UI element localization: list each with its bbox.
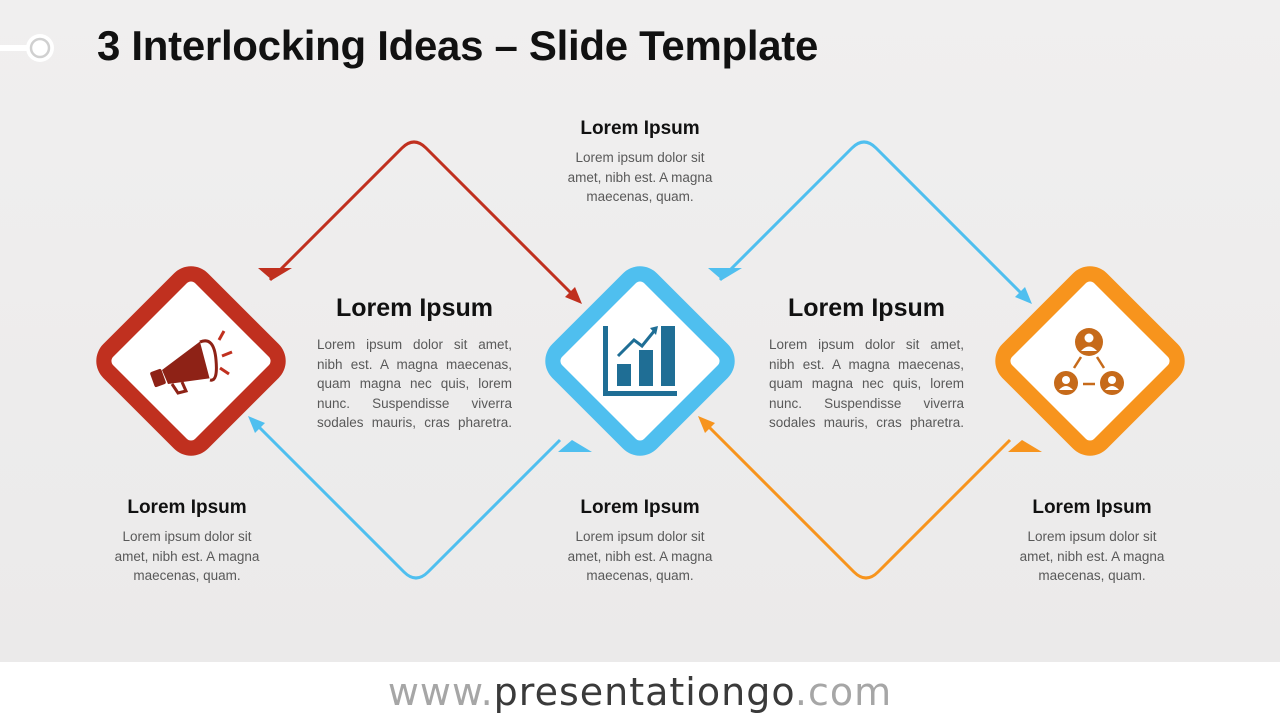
megaphone-icon <box>150 330 233 395</box>
block-heading: Lorem Ipsum <box>336 294 493 322</box>
connector-blue-top <box>718 140 1027 299</box>
idea-node-3 <box>995 266 1185 456</box>
connector-red-top <box>268 140 577 299</box>
footer: www.presentationgo.com <box>0 662 1280 720</box>
title-tab-decoration <box>0 34 54 62</box>
growth-chart-icon <box>603 326 677 396</box>
block-heading: Lorem Ipsum <box>580 497 700 518</box>
interlocking-diagram <box>96 140 1185 580</box>
slide-title: 3 Interlocking Ideas – Slide Template <box>97 22 819 69</box>
connector-blue-bottom-left <box>253 421 562 580</box>
text-block-middle-right: Lorem Ipsum Lorem ipsum dolor sit amet, … <box>769 294 964 433</box>
idea-node-2 <box>545 266 742 456</box>
node-2-flare-bottom <box>558 440 592 452</box>
block-body: Lorem ipsum dolor sit amet, nibh est. A … <box>769 337 964 430</box>
text-block-bottom-left: Lorem Ipsum Lorem ipsum dolor sit amet, … <box>107 497 267 586</box>
text-block-bottom-right: Lorem Ipsum Lorem ipsum dolor sit amet, … <box>1012 497 1172 586</box>
text-block-top-center: Lorem Ipsum Lorem ipsum dolor sit amet, … <box>560 118 720 207</box>
idea-node-1 <box>96 266 292 456</box>
block-heading: Lorem Ipsum <box>580 118 700 139</box>
block-heading: Lorem Ipsum <box>788 294 945 322</box>
arrowhead-blue-right <box>1015 287 1032 304</box>
block-body: Lorem ipsum dolor sit amet, nibh est. A … <box>317 337 512 430</box>
text-block-middle-left: Lorem Ipsum Lorem ipsum dolor sit amet, … <box>317 294 512 433</box>
arrowhead-orange <box>698 416 715 433</box>
node-1-flare <box>258 268 292 280</box>
arrowhead-blue-left <box>248 416 265 433</box>
block-heading: Lorem Ipsum <box>1032 497 1152 518</box>
node-3-flare <box>1008 440 1042 452</box>
block-body: Lorem ipsum dolor sit amet, nibh est. A … <box>114 529 260 583</box>
node-2-flare-top <box>708 268 742 280</box>
block-body: Lorem ipsum dolor sit amet, nibh est. A … <box>567 529 713 583</box>
url-suffix: .com <box>794 670 893 714</box>
url-prefix: www. <box>387 670 494 714</box>
network-people-icon <box>1054 328 1124 395</box>
block-body: Lorem ipsum dolor sit amet, nibh est. A … <box>1019 529 1165 583</box>
footer-url-link[interactable]: www.presentationgo.com <box>388 670 892 714</box>
text-block-bottom-center: Lorem Ipsum Lorem ipsum dolor sit amet, … <box>560 497 720 586</box>
block-heading: Lorem Ipsum <box>127 497 247 518</box>
arrowhead-red <box>565 287 582 304</box>
slide: 3 Interlocking Ideas – Slide Template <box>0 0 1280 662</box>
block-body: Lorem ipsum dolor sit amet, nibh est. A … <box>567 150 713 204</box>
connector-orange-bottom <box>703 421 1012 580</box>
url-name: presentationgo <box>493 670 795 714</box>
